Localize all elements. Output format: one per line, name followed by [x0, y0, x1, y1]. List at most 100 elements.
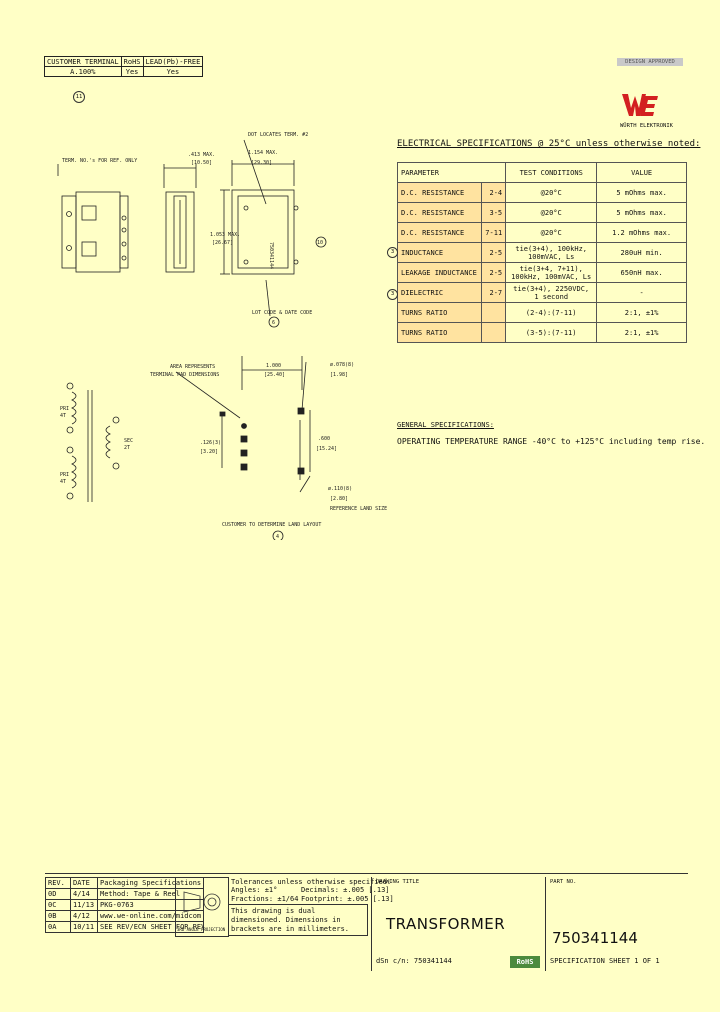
rev-date: 4/12	[70, 910, 98, 922]
tolerance-box: Tolerances unless otherwise specified: A…	[228, 878, 394, 936]
spec-pins	[481, 302, 507, 323]
dim-110-mm: [2.80]	[330, 496, 348, 502]
spec-value: 280uH min.	[596, 242, 687, 263]
spec-pins: 3-5	[481, 202, 507, 223]
spec-cond: tie(3+4, 7+11), 100kHz, 100mVAC, Ls	[505, 262, 598, 283]
title-cell: DRAWING TITLE TRANSFORMER dSn c/n: 75034…	[371, 877, 544, 971]
title-block-divider	[45, 873, 688, 874]
dim-413-mm: [10.50]	[191, 160, 212, 166]
dim-413: .413 MAX.	[188, 152, 215, 158]
design-approved-badge: DESIGN APPROVED	[617, 58, 683, 66]
area-note-2: TERMINAL PAD DIMENSIONS	[150, 372, 219, 378]
spec-pins: 2-5	[481, 262, 507, 283]
dim-1000-mm: [25.40]	[264, 372, 285, 378]
spec-cond: @20°C	[505, 182, 598, 203]
customer-note: CUSTOMER TO DETERMINE LAND LAYOUT	[222, 522, 321, 528]
tol-footprint: Footprint: ±.005 [.13]	[301, 895, 394, 903]
dim-1154-mm: [29.30]	[251, 160, 272, 166]
spec-value: 2:1, ±1%	[596, 322, 687, 343]
general-title: GENERAL SPECIFICATIONS:	[397, 421, 494, 429]
rev-rev: 0C	[45, 899, 71, 911]
param-header: PARAMETER	[396, 162, 507, 183]
rev-rev: 0D	[45, 888, 71, 900]
tol-angles: Angles: ±1°	[231, 886, 278, 894]
lot-note: LOT CODE & DATE CODE	[252, 310, 312, 316]
part-no: 750341144	[552, 929, 638, 947]
spec-param: D.C. RESISTANCE	[396, 222, 483, 243]
dim-078-mm: [1.98]	[330, 372, 348, 378]
drawing-title: TRANSFORMER	[386, 915, 506, 933]
dim-1053-mm: [26.67]	[212, 240, 233, 246]
spec-cond: (3-5):(7-11)	[505, 322, 598, 343]
spec-param: D.C. RESISTANCE	[396, 202, 483, 223]
dim-126-mm: [3.20]	[200, 449, 218, 455]
spec-cond: tie(3+4), 2250VDC, 1 second	[505, 282, 598, 303]
electrical-title: ELECTRICAL SPECIFICATIONS @ 25°C unless …	[397, 139, 701, 149]
tol-fractions: Fractions: ±1/64	[231, 895, 299, 903]
tol-title: Tolerances unless otherwise specified:	[231, 878, 392, 886]
electrical-table: PARAMETER TEST CONDITIONS VALUE D.C. RES…	[396, 162, 687, 343]
rev-date: 11/13	[70, 899, 98, 911]
note-6: 6	[272, 320, 275, 326]
brand-name: WÜRTH ELEKTRONIK	[620, 123, 673, 129]
spec-row: TURNS RATIO (2-4):(7-11)2:1, ±1%	[396, 302, 687, 323]
rev-note: SEE REV/ECN SHEET FOR REVISION LEVEL	[96, 921, 205, 933]
spec-note-marker: 3	[387, 289, 398, 300]
spec-value: 5 mOhms max.	[596, 182, 687, 203]
rev-header: REV.	[45, 877, 71, 889]
rohs-header: RoHS	[120, 56, 144, 67]
spec-value: 2:1, ±1%	[596, 302, 687, 323]
dim-600-mm: [15.24]	[316, 446, 337, 452]
projection-icon	[183, 891, 221, 913]
dsn-label: dSn c/n: 750341144	[376, 957, 452, 965]
drawing-title-label: DRAWING TITLE	[376, 879, 420, 885]
note-marker: 11	[73, 91, 85, 103]
part-mark: 750341144	[268, 242, 274, 269]
dim-1053: 1.053 MAX.	[210, 232, 240, 238]
spec-value: 5 mOhms max.	[596, 202, 687, 223]
rev-date: 4/14	[70, 888, 98, 900]
spec-param: INDUCTANCE	[396, 242, 483, 263]
note-4: 4	[276, 534, 279, 540]
spec-param: TURNS RATIO	[396, 322, 483, 343]
spec-value: 650nH max.	[596, 262, 687, 283]
rev-rev: 0A	[45, 921, 71, 933]
spec-param: TURNS RATIO	[396, 302, 483, 323]
spec-row: TURNS RATIO (3-5):(7-11)2:1, ±1%	[396, 322, 687, 343]
we-logo-icon	[622, 94, 658, 116]
projection-box: 3RD ANGLE PROJECTION	[175, 877, 229, 937]
spec-pins	[481, 322, 507, 343]
rohs-badge: RoHS	[510, 956, 540, 968]
customer-table: CUSTOMER TERMINAL RoHS LEAD(Pb)-FREE A.1…	[44, 56, 204, 77]
spec-cond: tie(3+4), 100kHz, 100mVAC, Ls	[505, 242, 598, 263]
spec-value: 1.2 mOhms max.	[596, 222, 687, 243]
spec-cond: @20°C	[505, 222, 598, 243]
spec-cond: (2-4):(7-11)	[505, 302, 598, 323]
rev-rev: 0B	[45, 910, 71, 922]
sheet-label: SPECIFICATION SHEET 1 OF 1	[550, 957, 660, 965]
part-no-label: PART NO.	[550, 879, 577, 885]
spec-pins: 2-7	[481, 282, 507, 303]
part-cell: PART NO. 750341144 SPECIFICATION SHEET 1…	[545, 877, 689, 971]
spec-pins: 7-11	[481, 222, 507, 243]
dim-600: .600	[318, 436, 330, 442]
dim-1154: 1.154 MAX.	[248, 150, 278, 156]
leadfree-value: Yes	[142, 66, 204, 77]
spec-cond: @20°C	[505, 202, 598, 223]
rev-date: 10/11	[70, 921, 98, 933]
spec-value: -	[596, 282, 687, 303]
date-header: DATE	[70, 877, 98, 889]
mechanical-drawing: TERM. NO.'s FOR REF. ONLY .413 MAX. [10.…	[57, 132, 387, 540]
value-header: VALUE	[596, 162, 687, 183]
spec-note-marker: 3	[387, 247, 398, 258]
